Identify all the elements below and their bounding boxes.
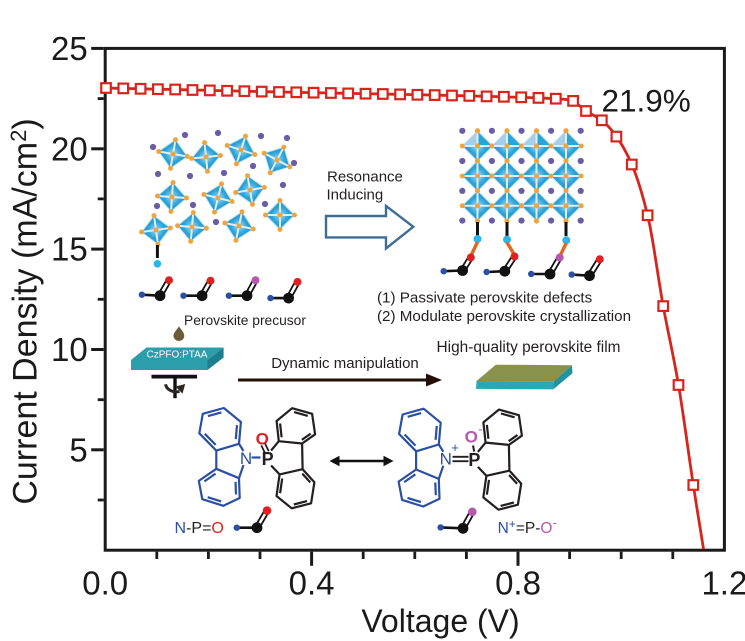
svg-text:21.9%: 21.9% [602, 82, 691, 118]
svg-text:Resonance: Resonance [327, 169, 403, 186]
svg-text:N+=P-O-: N+=P-O- [498, 515, 557, 537]
svg-text:0.0: 0.0 [82, 564, 128, 601]
svg-text:O: O [465, 428, 478, 447]
svg-text:Inducing: Inducing [327, 187, 384, 204]
svg-text:N-P=O: N-P=O [175, 520, 224, 537]
svg-text:20: 20 [51, 130, 88, 167]
svg-text:P: P [262, 449, 274, 469]
svg-text:(2) Modulate perovskite crysta: (2) Modulate perovskite crystallization [377, 308, 631, 325]
svg-text:Dynamic manipulation: Dynamic manipulation [271, 355, 419, 372]
svg-text:25: 25 [51, 30, 88, 67]
svg-text:0.8: 0.8 [495, 564, 541, 601]
svg-text:N: N [240, 449, 252, 468]
svg-text:(1) Passivate perovskite defec: (1) Passivate perovskite defects [377, 290, 593, 307]
svg-text:N: N [440, 450, 452, 469]
svg-text:5: 5 [69, 431, 87, 468]
svg-text:10: 10 [51, 331, 88, 368]
svg-text:Perovskite precusor: Perovskite precusor [184, 313, 306, 328]
svg-text:1.2: 1.2 [701, 564, 745, 601]
svg-text:0.4: 0.4 [289, 564, 335, 601]
svg-text:High-quality perovskite film: High-quality perovskite film [437, 339, 621, 356]
svg-text:-: - [478, 421, 483, 437]
svg-text:CzPFO:PTAA: CzPFO:PTAA [147, 350, 208, 361]
svg-text:+: + [451, 440, 459, 455]
svg-text:Voltage (V): Voltage (V) [361, 603, 519, 639]
svg-text:P: P [468, 450, 480, 470]
svg-text:15: 15 [51, 231, 88, 268]
svg-text:Current Density (mA/cm2): Current Density (mA/cm2) [6, 118, 45, 504]
